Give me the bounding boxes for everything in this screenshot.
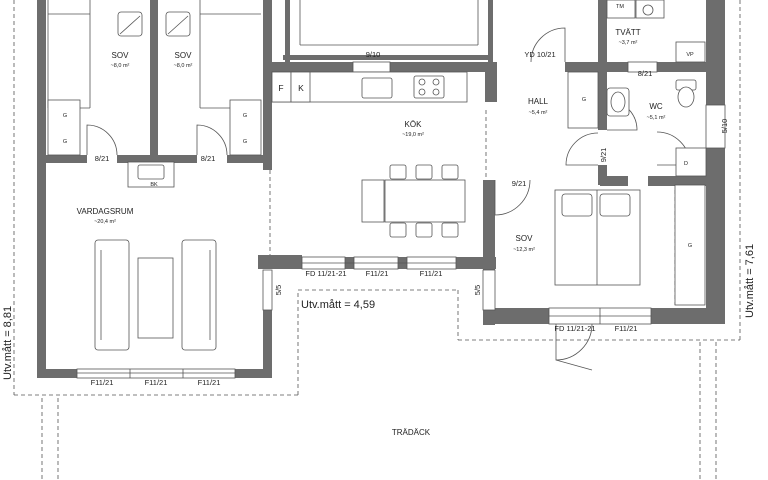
code-f11-vardagsrum-1: F11/21 (91, 378, 114, 387)
upper-rooms (47, 0, 479, 109)
tradack-label: TRÄDÄCK (392, 428, 431, 437)
code-door-sov-1: 8/21 (95, 154, 110, 163)
wardrobe-label-4: G (243, 139, 247, 145)
code-fd-kitchen: FD 11/21-21 (305, 269, 346, 278)
dimension-labels: Utv.mått = 8,81 Utv.mått = 7,61 Utv.mått… (2, 244, 756, 380)
wardrobe-label-5: G (582, 97, 586, 103)
kitchen-counter (271, 71, 468, 103)
code-window-5-5-left: 5/5 (274, 285, 283, 295)
dimension-left: Utv.mått = 8,81 (2, 306, 14, 380)
room-vardagsrum-area: ~20,4 m² (94, 219, 116, 225)
washer-label: TM (616, 4, 624, 10)
room-wc-label: WC (649, 102, 663, 111)
code-f11-vardagsrum-3: F11/21 (198, 378, 221, 387)
dining-table (361, 164, 466, 238)
room-kok-label: KÖK (405, 120, 423, 129)
code-entry-door: YD 10/21 (524, 50, 555, 59)
room-tvatt-area: ~3,7 m² (619, 40, 638, 46)
door-swings (86, 27, 719, 371)
room-sov-2-label: SOV (175, 51, 193, 60)
room-sov-1-label: SOV (112, 51, 130, 60)
windows (76, 61, 726, 379)
room-wc-area: ~5,1 m² (647, 115, 666, 121)
living-room-furniture (94, 161, 217, 351)
room-vardagsrum-label: VARDAGSRUM (77, 207, 134, 216)
room-sov-3-area: ~12,3 m² (513, 247, 535, 253)
code-f11-vardagsrum-2: F11/21 (145, 378, 168, 387)
room-kok-area: ~19,0 m² (402, 132, 424, 138)
walls (37, 0, 725, 378)
code-fd-sov: FD 11/21-21 (554, 324, 595, 333)
room-sov-1-area: ~8,0 m² (111, 63, 130, 69)
room-sov-3-label: SOV (516, 234, 534, 243)
dimension-middle: Utv.mått = 4,59 (301, 299, 375, 311)
fridge-label: F (278, 83, 283, 93)
wardrobe-label-6: G (688, 243, 692, 249)
dryer-label: D (684, 161, 688, 167)
code-window-5-5-right: 5/5 (473, 285, 482, 295)
storage-units (47, 71, 707, 306)
wardrobe-label-1: G (63, 113, 67, 119)
fixture-labels: F K TM VP BK G G G G G G D (63, 4, 694, 249)
freezer-label: K (298, 83, 304, 93)
wardrobe-label-2: G (63, 139, 67, 145)
room-sov-2-area: ~8,0 m² (174, 63, 193, 69)
code-door-sov-3: 9/21 (512, 179, 527, 188)
code-f11-kitchen-2: F11/21 (420, 269, 443, 278)
room-tvatt-label: TVÄTT (615, 28, 640, 37)
bed (554, 189, 641, 286)
code-door-sov-2: 8/21 (201, 154, 216, 163)
wardrobe-label-3: G (243, 113, 247, 119)
room-labels: SOV ~8,0 m² SOV ~8,0 m² VARDAGSRUM ~20,4… (77, 28, 666, 437)
code-door-tvatt: 8/21 (638, 69, 653, 78)
code-top-window: 9/10 (366, 50, 381, 59)
bath-fixtures (606, 0, 706, 117)
sink-label: BK (150, 182, 158, 188)
code-f11-kitchen-1: F11/21 (366, 269, 389, 278)
room-hall-area: ~5,4 m² (529, 110, 548, 116)
opening-codes: 9/10 YD 10/21 8/21 8/21 8/21 9/21 5/10 9… (91, 50, 729, 387)
water-heater-label: VP (686, 52, 694, 58)
dimension-right: Utv.mått = 7,61 (744, 244, 756, 318)
code-f11-sov: F11/21 (615, 324, 638, 333)
room-hall-label: HALL (528, 97, 549, 106)
code-window-wc: 5/10 (720, 119, 729, 134)
code-door-wc: 9/21 (599, 148, 608, 163)
